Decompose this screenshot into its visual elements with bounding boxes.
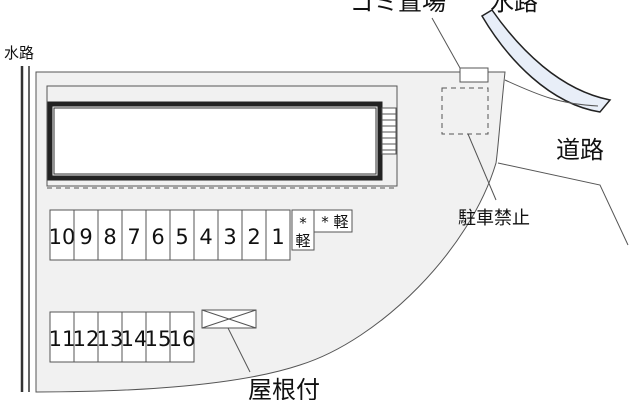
building-inner: [53, 107, 377, 175]
no-parking-label: 駐車禁止: [458, 208, 530, 229]
waterway-top-label: 水路: [490, 0, 538, 16]
parking-slot: [49, 311, 75, 363]
waterway-left-label: 水路: [4, 44, 34, 62]
parking-slot: [73, 311, 99, 363]
kei-slots: * 軽 * 軽: [291, 209, 353, 251]
parking-row-top: 10 9 8 7 6 5 4 3 2 1: [49, 209, 291, 261]
road-edge-lower: [497, 162, 629, 246]
building: [47, 101, 383, 181]
parking-slot: [73, 209, 99, 261]
parking-slot: [265, 209, 291, 261]
parking-slot-number: 9: [79, 225, 92, 249]
garbage-leader: [431, 17, 461, 69]
parking-slot-number: 8: [103, 225, 116, 249]
parking-slot-number: 6: [151, 225, 164, 249]
parking-slot-number: 15: [145, 327, 172, 351]
roofed-area-cross: [201, 309, 257, 329]
parking-slot-number: 11: [49, 327, 76, 351]
no-parking-zone: [441, 87, 489, 135]
parking-slot-number: 12: [73, 327, 100, 351]
kei-slot-label: 軽: [295, 232, 310, 250]
garbage-area: [459, 67, 489, 83]
parking-slot: [121, 311, 147, 363]
parking-slot-number: 1: [271, 225, 284, 249]
roofed-label: 屋根付: [248, 376, 320, 400]
waterway-top-curve: [480, 8, 612, 113]
parking-slot-number: 5: [175, 225, 188, 249]
kei-slot-star: *: [299, 214, 307, 232]
parking-slot-number: 7: [127, 225, 140, 249]
road-edge-upper: [504, 79, 599, 107]
stairs: [381, 107, 397, 155]
parking-row-bottom: 11 12 13 14 15 16: [49, 311, 196, 363]
parking-slot: [97, 311, 123, 363]
parking-slot-number: 16: [169, 327, 196, 351]
kei-slot-star: *: [321, 213, 329, 231]
garbage-label: ゴミ置場: [350, 0, 446, 16]
parking-slot-number: 13: [97, 327, 124, 351]
road-label: 道路: [556, 136, 604, 164]
parking-slot-number: 3: [223, 225, 236, 249]
kei-slot-label: 軽: [333, 213, 348, 231]
roofed-leader: [227, 327, 251, 373]
parking-slot: [217, 209, 243, 261]
parking-slot: [193, 209, 219, 261]
parking-slot-number: 4: [199, 225, 212, 249]
parking-slot: [97, 209, 123, 261]
no-parking-leader: [467, 133, 497, 201]
parking-slot-number: 14: [121, 327, 148, 351]
parking-slot: [169, 209, 195, 261]
kei-slot: [313, 209, 353, 233]
parking-slot: [169, 311, 195, 363]
parking-slot-number: 2: [247, 225, 260, 249]
building-outline: [46, 85, 398, 187]
parking-slot: [145, 209, 171, 261]
parking-slot: [121, 209, 147, 261]
parking-slot-number: 10: [49, 225, 76, 249]
